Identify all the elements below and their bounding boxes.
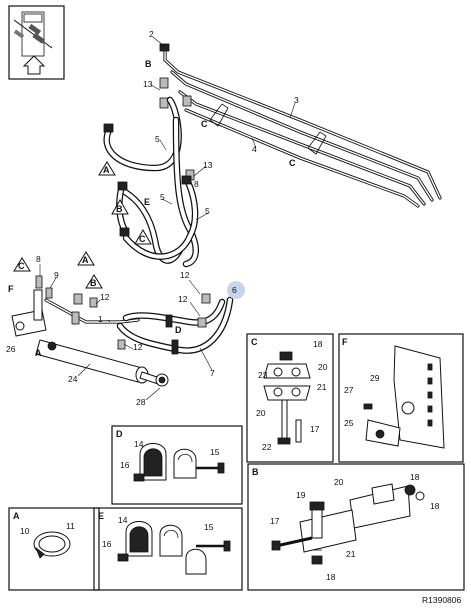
callout-25: 25 — [344, 418, 354, 428]
callout-c: C — [201, 119, 208, 129]
detail-box-e — [93, 507, 243, 591]
callout-18: 18 — [410, 472, 420, 482]
callout-a: A — [35, 348, 42, 358]
upper-pipe-assembly — [103, 43, 442, 268]
box-a-title: A — [13, 511, 20, 521]
callout-16: 16 — [120, 460, 130, 470]
callout-23: 23 — [258, 370, 268, 380]
callout-22: 22 — [262, 442, 272, 452]
callout-c: C — [139, 234, 146, 244]
callout-28: 28 — [136, 397, 146, 407]
callout-21: 21 — [317, 382, 327, 392]
callout-7: 7 — [210, 368, 215, 378]
callout-20: 20 — [256, 408, 266, 418]
cylinder-assembly — [11, 275, 245, 387]
detail-box-f — [338, 333, 464, 463]
callout-9: 9 — [54, 270, 59, 280]
callout-17: 17 — [310, 424, 320, 434]
box-b-title: B — [252, 467, 259, 477]
callout-5: 5 — [160, 192, 165, 202]
box-f-title: F — [342, 337, 348, 347]
callout-2: 2 — [149, 29, 154, 39]
detail-box-d — [111, 425, 243, 505]
callout-d: D — [175, 325, 182, 335]
callout-24: 24 — [68, 374, 78, 384]
figure-code: R1390806 — [422, 595, 462, 605]
callout-15: 15 — [204, 522, 214, 532]
box-d-title: D — [116, 429, 123, 439]
callout-b: B — [116, 204, 123, 214]
callout-1: 1 — [98, 314, 103, 324]
callout-17: 17 — [270, 516, 280, 526]
box-e-title: E — [98, 511, 104, 521]
callout-10: 10 — [20, 526, 30, 536]
callout-labels: 2 B 13 3 C 4 C 5 13 8 E 5 5 A B C C 8 9 … — [6, 29, 462, 605]
callout-b: B — [145, 59, 152, 69]
callout-16: 16 — [102, 539, 112, 549]
callout-20: 20 — [318, 362, 328, 372]
callout-29: 29 — [370, 373, 380, 383]
detail-box-c — [246, 333, 334, 463]
callout-6: 6 — [232, 285, 237, 295]
callout-3: 3 — [294, 95, 299, 105]
callout-c: C — [289, 158, 296, 168]
callout-27: 27 — [344, 385, 354, 395]
callout-5: 5 — [205, 206, 210, 216]
callout-26: 26 — [6, 344, 16, 354]
detail-box-a — [8, 507, 100, 591]
callout-5: 5 — [155, 134, 160, 144]
callout-19: 19 — [296, 490, 306, 500]
callout-12: 12 — [178, 294, 188, 304]
box-c-title: C — [251, 337, 258, 347]
callout-4: 4 — [252, 144, 257, 154]
callout-13: 13 — [143, 79, 153, 89]
orientation-icon — [8, 5, 65, 80]
callout-12: 12 — [180, 270, 190, 280]
callout-14: 14 — [134, 439, 144, 449]
callout-21: 21 — [346, 549, 356, 559]
detail-box-b — [247, 463, 465, 591]
callout-b: B — [90, 278, 97, 288]
callout-8: 8 — [194, 179, 199, 189]
callout-20: 20 — [334, 477, 344, 487]
callout-a: A — [82, 255, 89, 265]
callout-11: 11 — [66, 521, 75, 531]
callout-8: 8 — [36, 254, 41, 264]
callout-15: 15 — [210, 447, 220, 457]
callout-18: 18 — [430, 501, 440, 511]
triangle-markers — [13, 161, 152, 289]
callout-e: E — [144, 197, 150, 207]
callout-a: A — [103, 165, 110, 175]
callout-12: 12 — [100, 292, 110, 302]
callout-18: 18 — [313, 339, 323, 349]
callout-12: 12 — [133, 342, 143, 352]
leader-lines — [39, 36, 296, 401]
callout-18: 18 — [326, 572, 336, 582]
callout-c: C — [18, 261, 25, 271]
callout-f: F — [8, 284, 14, 294]
callout-13: 13 — [203, 160, 213, 170]
callout-14: 14 — [118, 515, 128, 525]
